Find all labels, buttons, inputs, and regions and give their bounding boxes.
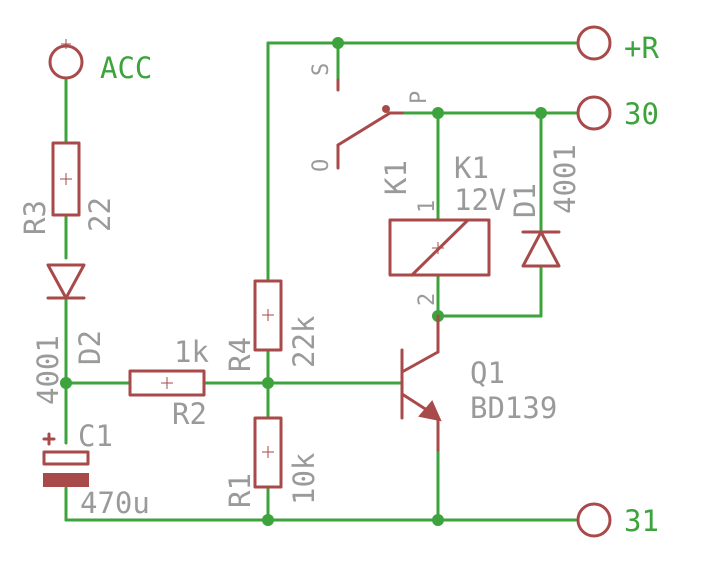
relay-k1-label-s: S (309, 63, 334, 76)
resistor-r2-body (128, 369, 206, 397)
diode-d1-name: D1 (508, 183, 542, 218)
capacitor-c1-plate-pos (42, 450, 90, 466)
capacitor-c1-name: C1 (78, 419, 113, 453)
relay-k1-label-p: P (407, 91, 432, 104)
relay-k1-coil-body (388, 218, 491, 277)
relay-k1-switch-name: K1 (379, 160, 413, 195)
relay-k1-coil: 1 2 K1 12V (388, 151, 506, 306)
diode-d2-value: 4001 (31, 335, 65, 405)
transistor-q1-collector (400, 350, 440, 374)
terminal-acc-label: ACC (100, 51, 152, 85)
resistor-r2-name: R2 (172, 397, 207, 431)
resistor-r3-body (51, 141, 81, 217)
resistor-r4-value: 22k (287, 315, 321, 368)
relay-k1-pin2: 2 (415, 293, 440, 306)
terminal-30-pad (576, 95, 612, 131)
relay-k1-coil-name: K1 (454, 151, 489, 185)
resistor-r4-name: R4 (223, 337, 257, 372)
capacitor-c1: C1 470u (42, 419, 150, 520)
relay-k1-switch: S P O K1 (309, 63, 432, 195)
terminal-plus-r-label: +R (624, 31, 659, 65)
resistor-r4: R4 22k (223, 279, 321, 372)
resistor-r4-body (253, 279, 283, 352)
junction-dot (432, 514, 444, 526)
resistor-r1: R1 10k (223, 416, 321, 508)
terminal-30: 30 (576, 95, 659, 131)
relay-k1-switch-arm (336, 111, 392, 147)
junction-dot (535, 107, 547, 119)
diode-d2: 4001 D2 (31, 263, 107, 405)
resistor-r3-value: 22 (83, 197, 117, 232)
wires (64, 41, 580, 522)
relay-k1-value: 12V (454, 183, 506, 217)
transistor-q1: Q1 BD139 (400, 314, 557, 452)
transistor-q1-arrow (418, 400, 442, 422)
capacitor-c1-value: 470u (80, 486, 150, 520)
resistor-r3-name: R3 (18, 200, 52, 235)
junction-dot (262, 377, 274, 389)
terminal-acc: ACC (48, 39, 152, 85)
transistor-q1-name: Q1 (470, 356, 505, 390)
junction-dot (432, 107, 444, 119)
relay-k1-label-o: O (309, 159, 334, 172)
junction-dot (60, 377, 72, 389)
resistor-r2-value: 1k (174, 335, 209, 369)
resistor-r2: 1k R2 (128, 335, 209, 431)
relay-k1-pin1: 1 (415, 200, 440, 213)
terminal-31-pad (576, 502, 612, 538)
resistor-r1-value: 10k (287, 452, 321, 505)
terminal-31-label: 31 (624, 504, 659, 538)
capacitor-c1-plate-neg (43, 473, 89, 487)
diode-d1-body (521, 230, 561, 268)
diode-d2-name: D2 (73, 330, 107, 365)
junction-dot (332, 37, 344, 49)
terminal-30-label: 30 (624, 97, 659, 131)
diode-d2-body (46, 263, 86, 300)
diode-d1: D1 4001 (508, 144, 582, 268)
transistor-q1-value: BD139 (470, 391, 557, 425)
diode-d1-value: 4001 (548, 144, 582, 214)
resistor-r1-name: R1 (223, 473, 257, 508)
resistor-r1-body (253, 416, 283, 489)
terminal-acc-pad (48, 44, 84, 80)
junctions (60, 37, 547, 526)
junction-dot (262, 514, 274, 526)
terminal-plus-r: +R (576, 25, 659, 65)
resistor-r3: R3 22 (18, 141, 117, 235)
terminal-31: 31 (576, 502, 659, 538)
terminal-plus-r-pad (576, 25, 612, 61)
